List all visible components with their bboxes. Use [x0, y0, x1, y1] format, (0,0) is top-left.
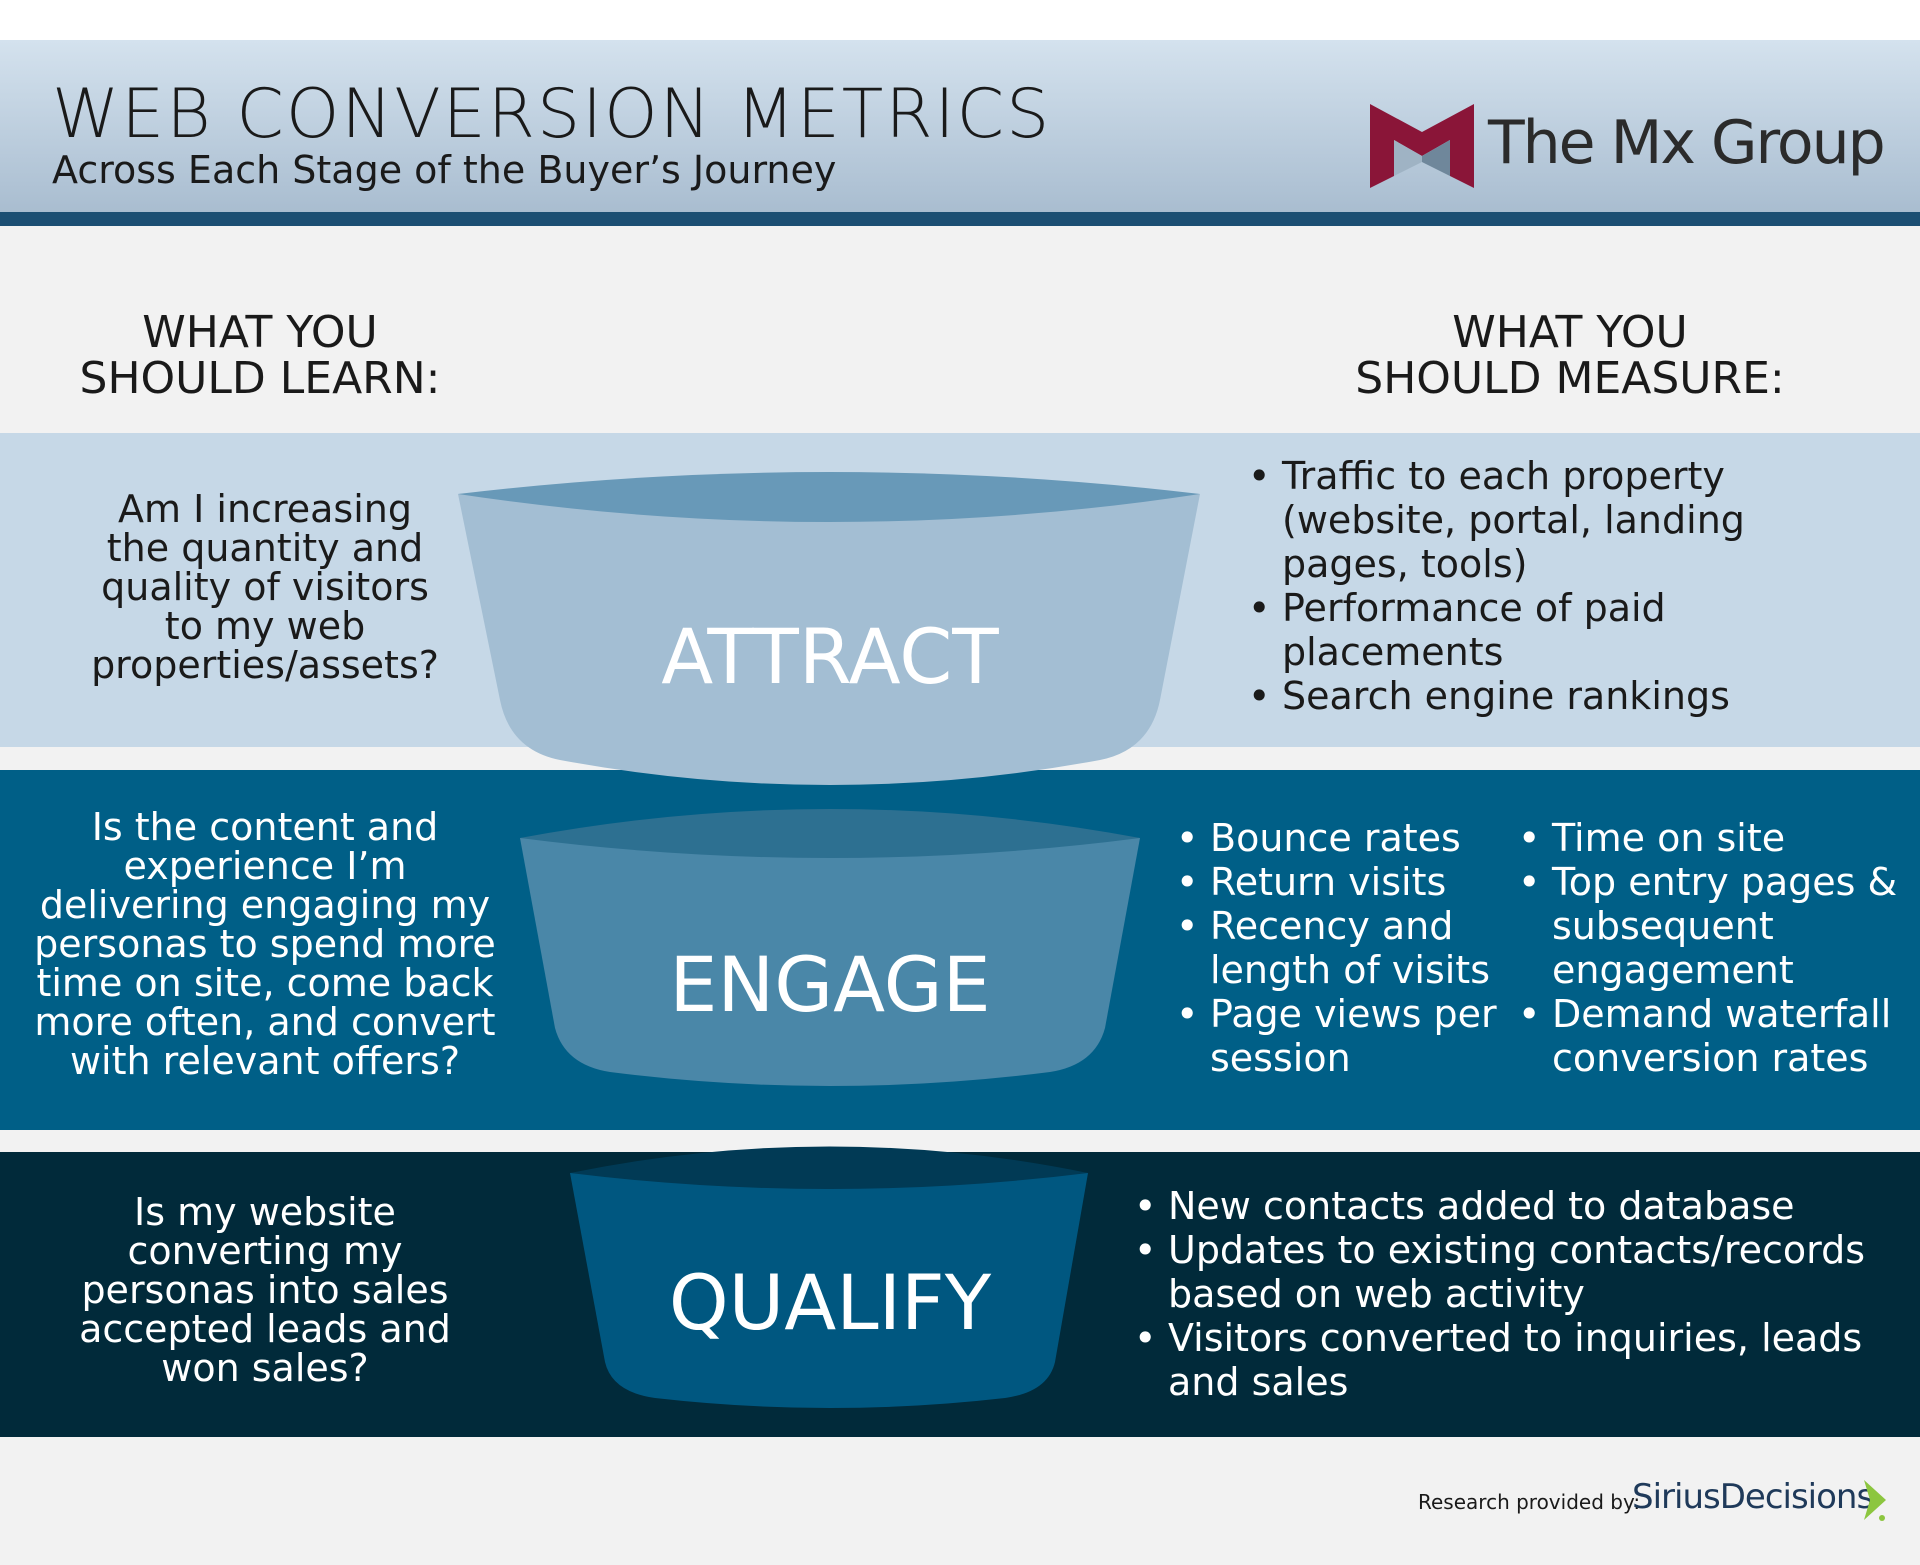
metric-line: session [1210, 1036, 1351, 1080]
page-subtitle: Across Each Stage of the Buyer’s Journey [52, 148, 837, 192]
metric-line: Performance of paid [1282, 586, 1666, 630]
attract-funnel-rim [458, 472, 1200, 522]
metric-line: based on web activity [1168, 1272, 1585, 1316]
stage-label-qualify: QUALIFY [668, 1258, 992, 1347]
question-line: Is my website [134, 1190, 396, 1234]
question-line: with relevant offers? [69, 1039, 461, 1083]
metric-line: Time on site [1552, 816, 1786, 860]
question-line: Am I increasing [118, 487, 412, 531]
engage-funnel-body [520, 828, 1140, 1086]
question-line: converting my [127, 1229, 403, 1273]
engage-metrics-list-left: Bounce rates Return visits Recency and l… [1172, 816, 1497, 1080]
metric-line: (website, portal, landing [1282, 498, 1745, 542]
metric-line: subsequent [1552, 904, 1774, 948]
question-line: more often, and convert [34, 1000, 496, 1044]
sirius-decisions-logo-text: SiriusDecisions [1632, 1477, 1874, 1517]
stage-label-attract: ATTRACT [661, 612, 999, 701]
right-heading-line: SHOULD MEASURE: [1355, 353, 1785, 404]
question-line: to my web [164, 604, 366, 648]
metric-item: Performance of paid placements [1244, 586, 1745, 674]
question-line: personas to spend more [34, 922, 496, 966]
metric-line: engagement [1552, 948, 1794, 992]
qualify-funnel-body [570, 1165, 1088, 1408]
question-line: quality of visitors [101, 565, 429, 609]
qualify-question: Is my website converting my personas int… [50, 1193, 480, 1388]
right-heading-line: WHAT YOU [1452, 307, 1688, 358]
metric-line: pages, tools) [1282, 542, 1528, 586]
metric-item: Search engine rankings [1244, 674, 1745, 718]
question-line: personas into sales [81, 1268, 449, 1312]
metric-item: New contacts added to database [1130, 1184, 1865, 1228]
metric-line: placements [1282, 630, 1504, 674]
metric-item: Updates to existing contacts/records bas… [1130, 1228, 1865, 1316]
metric-line: and sales [1168, 1360, 1349, 1404]
metric-item: Recency and length of visits [1172, 904, 1497, 992]
metric-item: Top entry pages & subsequent engagement [1514, 860, 1897, 992]
metric-line: Updates to existing contacts/records [1168, 1228, 1866, 1272]
metric-line: Traffic to each property [1282, 454, 1725, 498]
stage-label-engage: ENGAGE [669, 940, 991, 1029]
page-title: WEB CONVERSION METRICS [52, 75, 1052, 154]
qualify-funnel-rim [570, 1146, 1088, 1189]
metric-line: Bounce rates [1210, 816, 1461, 860]
metric-line: Return visits [1210, 860, 1447, 904]
left-heading-line: SHOULD LEARN: [79, 353, 441, 404]
attract-metrics-list: Traffic to each property (website, porta… [1244, 454, 1745, 718]
metric-line: Search engine rankings [1282, 674, 1730, 718]
metric-line: New contacts added to database [1168, 1184, 1795, 1228]
metric-line: length of visits [1210, 948, 1491, 992]
metric-item: Traffic to each property (website, porta… [1244, 454, 1745, 586]
metric-item: Bounce rates [1172, 816, 1497, 860]
attract-question: Am I increasing the quantity and quality… [50, 490, 480, 685]
question-line: Is the content and [91, 805, 439, 849]
engage-funnel-rim [520, 809, 1140, 858]
engage-question: Is the content and experience I’m delive… [20, 808, 510, 1081]
question-line: the quantity and [106, 526, 424, 570]
metric-line: conversion rates [1552, 1036, 1869, 1080]
mx-logo-icon [1370, 104, 1474, 188]
attract-funnel-body [458, 482, 1200, 785]
metric-line: Demand waterfall [1552, 992, 1892, 1036]
metric-line: Visitors converted to inquiries, leads [1168, 1316, 1863, 1360]
logo-text: The Mx Group [1488, 108, 1886, 178]
question-line: experience I’m [123, 844, 407, 888]
metric-line: Recency and [1210, 904, 1454, 948]
question-line: delivering engaging my [39, 883, 491, 927]
sirius-arrow-icon [1864, 1480, 1886, 1521]
metric-item: Demand waterfall conversion rates [1514, 992, 1897, 1080]
metric-item: Time on site [1514, 816, 1897, 860]
engage-metrics-list-right: Time on site Top entry pages & subsequen… [1514, 816, 1897, 1080]
left-column-heading: WHAT YOU SHOULD LEARN: [70, 310, 450, 402]
metric-line: Top entry pages & [1552, 860, 1898, 904]
metric-item: Visitors converted to inquiries, leads a… [1130, 1316, 1865, 1404]
qualify-metrics-list: New contacts added to database Updates t… [1130, 1184, 1865, 1404]
top-strip [0, 0, 1920, 40]
question-line: won sales? [161, 1346, 369, 1390]
question-line: properties/assets? [91, 643, 439, 687]
metric-item: Return visits [1172, 860, 1497, 904]
metric-item: Page views per session [1172, 992, 1497, 1080]
question-line: accepted leads and [79, 1307, 451, 1351]
right-column-heading: WHAT YOU SHOULD MEASURE: [1340, 310, 1800, 402]
header-banner [0, 40, 1920, 226]
research-credit-label: Research provided by: [1418, 1490, 1641, 1514]
left-heading-line: WHAT YOU [142, 307, 378, 358]
question-line: time on site, come back [36, 961, 494, 1005]
metric-line: Page views per [1210, 992, 1497, 1036]
